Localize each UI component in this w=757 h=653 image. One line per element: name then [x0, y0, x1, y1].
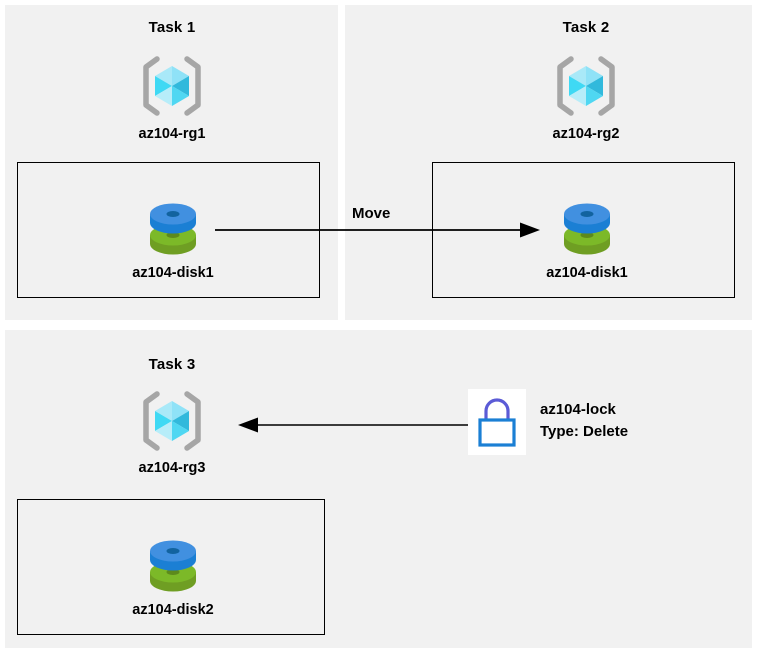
resource-group-cube-icon — [139, 55, 205, 117]
move-arrow — [215, 222, 540, 238]
resource-group-label: az104-rg1 — [138, 126, 206, 142]
resource-group-label: az104-rg3 — [138, 460, 206, 476]
managed-disk-icon — [142, 197, 204, 259]
resource-group-cube-icon — [139, 390, 205, 452]
move-arrow-label: Move — [352, 205, 391, 222]
disk-label: az104-disk1 — [546, 265, 628, 281]
panel-title-task-3: Task 3 — [148, 356, 196, 373]
disk-label: az104-disk2 — [132, 602, 214, 618]
managed-disk-icon — [556, 197, 618, 259]
lock-text-block: az104-lock Type: Delete — [540, 399, 740, 443]
lock-name: az104-lock — [540, 401, 616, 418]
lock-type: Type: Delete — [540, 423, 629, 440]
panel-title-task-2: Task 2 — [562, 19, 610, 36]
lock-icon-card — [468, 389, 526, 455]
managed-disk-icon — [142, 534, 204, 596]
lock-arrow — [238, 417, 478, 433]
resource-group-cube-icon — [553, 55, 619, 117]
resource-group-label: az104-rg2 — [552, 126, 620, 142]
disk-label: az104-disk1 — [132, 265, 214, 281]
panel-title-task-1: Task 1 — [148, 19, 196, 36]
lock-icon — [478, 398, 516, 447]
